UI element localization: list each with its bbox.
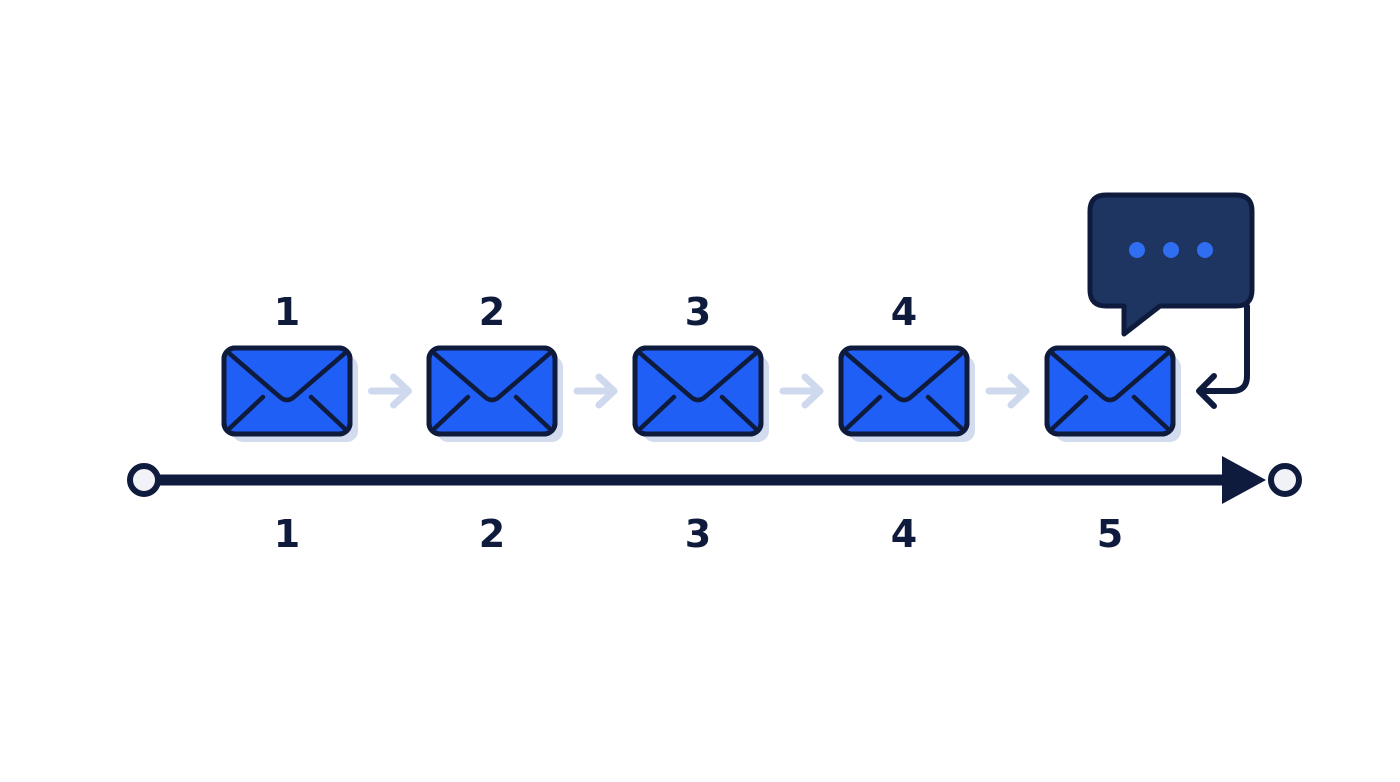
envelope-body xyxy=(1044,345,1176,437)
timeline-start-icon xyxy=(127,463,161,497)
envelope-icon xyxy=(426,345,563,442)
envelope-body xyxy=(221,345,353,437)
top-step-label: 1 xyxy=(274,290,300,334)
envelope-fold-lines xyxy=(227,351,347,431)
top-step-labels: 1 2 3 4 xyxy=(274,290,917,334)
reply-return-arrow-icon xyxy=(1196,303,1250,409)
reply-bubble-group xyxy=(1087,192,1255,409)
envelope-body xyxy=(838,345,970,437)
envelope-icon xyxy=(632,345,769,442)
bottom-step-label: 2 xyxy=(479,512,505,556)
bottom-step-label: 3 xyxy=(685,512,711,556)
top-step-label: 2 xyxy=(479,290,505,334)
envelope-fold-lines xyxy=(1050,351,1170,431)
timeline-end-icon xyxy=(1268,463,1302,497)
envelope-icon xyxy=(1044,345,1181,442)
typing-dot xyxy=(1197,242,1213,258)
typing-dot xyxy=(1129,242,1145,258)
envelope-icon xyxy=(221,345,358,442)
top-step-label: 4 xyxy=(891,290,917,334)
bottom-step-label: 1 xyxy=(274,512,300,556)
envelope-body xyxy=(426,345,558,437)
envelope-fold-lines xyxy=(432,351,552,431)
envelope-row xyxy=(221,345,1181,442)
arrow-right-icon xyxy=(779,373,824,409)
timeline xyxy=(127,456,1302,504)
typing-dot xyxy=(1163,242,1179,258)
arrow-right-icon xyxy=(573,373,618,409)
chat-bubble-icon xyxy=(1087,192,1255,337)
flow-arrows xyxy=(368,373,1030,409)
bottom-step-labels: 1 2 3 4 5 xyxy=(274,512,1123,556)
bottom-step-label: 5 xyxy=(1097,512,1123,556)
arrow-right-icon xyxy=(368,373,412,409)
envelope-body xyxy=(632,345,764,437)
timeline-arrowhead-icon xyxy=(1222,456,1266,504)
envelope-fold-lines xyxy=(844,351,964,431)
top-step-label: 3 xyxy=(685,290,711,334)
bottom-step-label: 4 xyxy=(891,512,917,556)
arrow-right-icon xyxy=(985,373,1030,409)
envelope-fold-lines xyxy=(638,351,758,431)
envelope-icon xyxy=(838,345,975,442)
